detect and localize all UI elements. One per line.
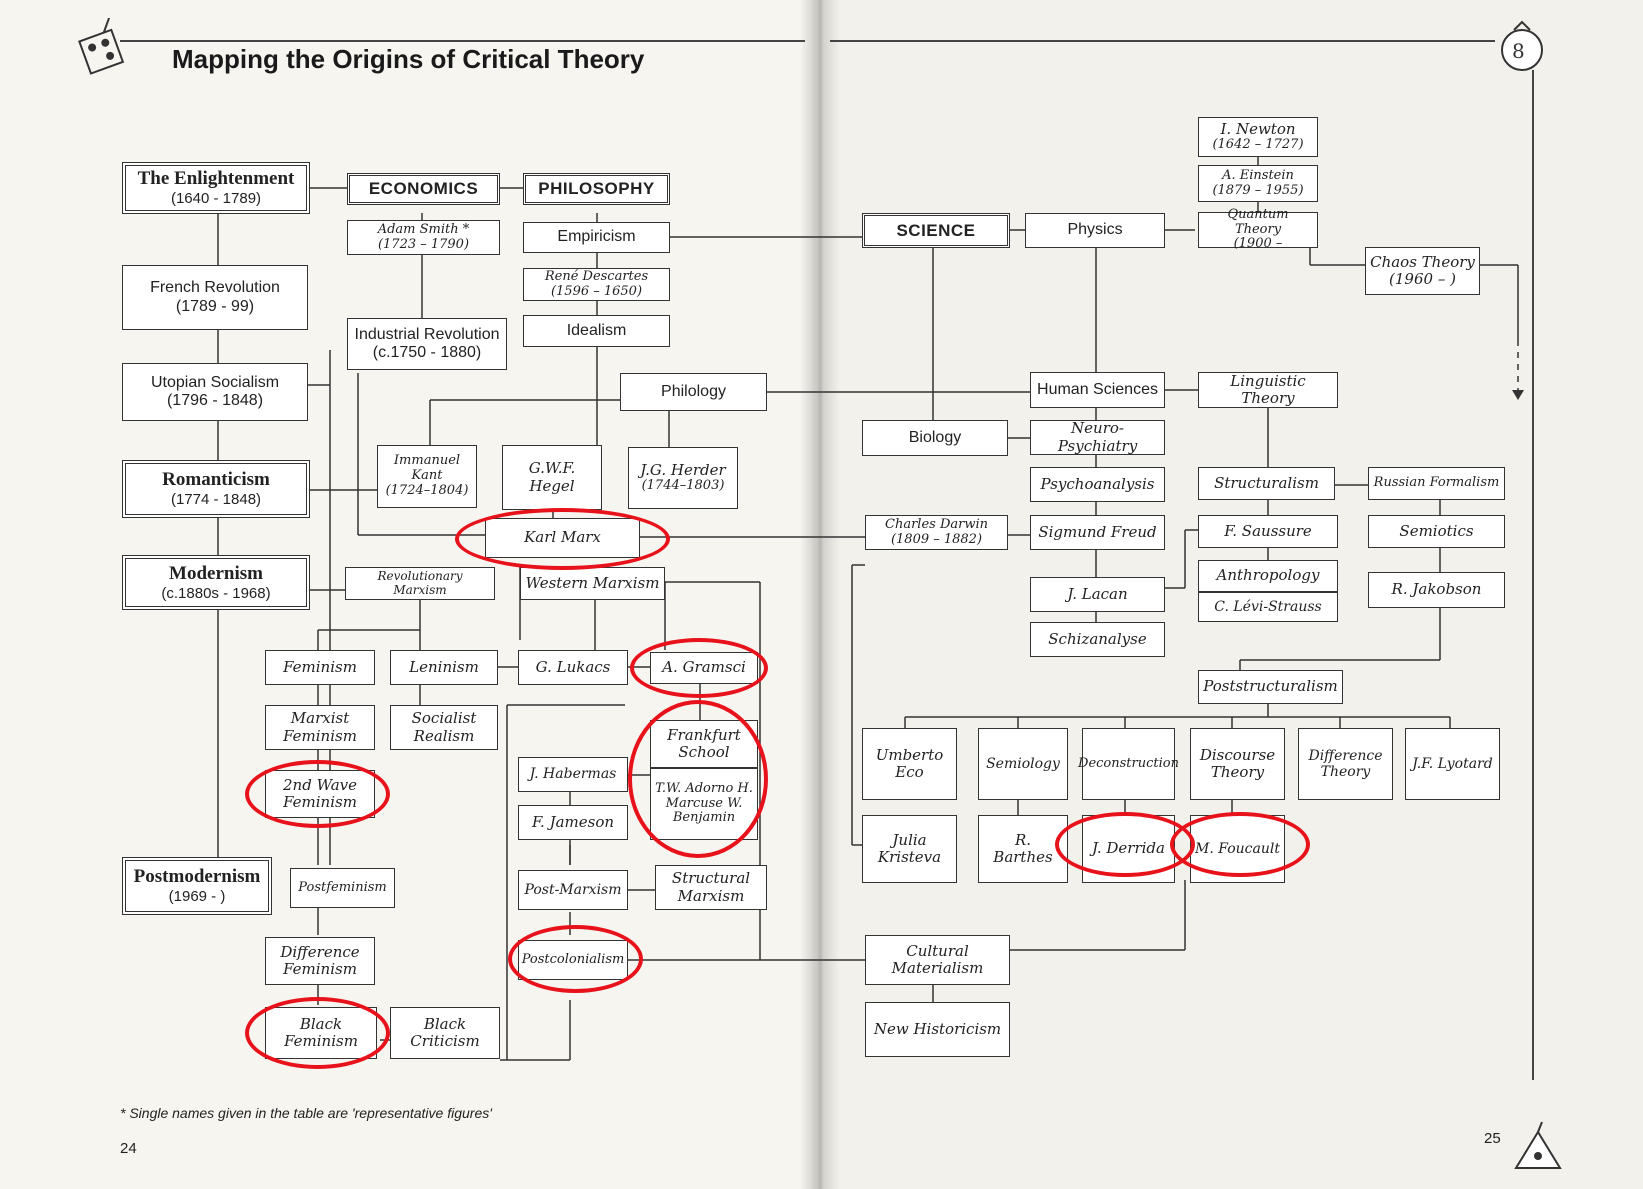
- node-difference-theory: Difference Theory: [1298, 728, 1393, 800]
- footnote: * Single names given in the table are 'r…: [120, 1105, 492, 1121]
- margin-rule-right: [1532, 70, 1534, 1080]
- heading-philosophy: PHILOSOPHY: [523, 173, 670, 205]
- page-title: Mapping the Origins of Critical Theory: [172, 44, 645, 74]
- node-revolutionary-marxism: Revolutionary Marxism: [345, 567, 495, 600]
- highlight-second-wave-feminism: [245, 760, 390, 828]
- node-difference-feminism: Difference Feminism: [265, 937, 375, 985]
- node-feminism: Feminism: [265, 650, 375, 685]
- node-philology: Philology: [620, 373, 767, 411]
- node-barthes: R. Barthes: [978, 815, 1068, 883]
- node-chaos-theory: Chaos Theory(1960 – ): [1365, 247, 1480, 295]
- node-new-historicism: New Historicism: [865, 1002, 1010, 1057]
- node-levi-strauss: C. Lévi-Strauss: [1198, 592, 1338, 622]
- heading-economics: ECONOMICS: [347, 173, 500, 205]
- node-postfeminism: Postfeminism: [290, 868, 395, 908]
- svg-text:8: 8: [1512, 39, 1525, 63]
- node-herder: J.G. Herder(1744–1803): [628, 447, 738, 509]
- book-gutter: [800, 0, 840, 1189]
- node-leninism: Leninism: [390, 650, 498, 685]
- node-lukacs: G. Lukacs: [518, 650, 628, 685]
- node-socialist-realism: Socialist Realism: [390, 705, 498, 750]
- node-semiology: Semiology: [978, 728, 1068, 800]
- page-number-right: 25: [1484, 1130, 1501, 1147]
- node-idealism: Idealism: [523, 315, 670, 347]
- node-lacan: J. Lacan: [1030, 577, 1165, 612]
- node-habermas: J. Habermas: [518, 757, 628, 792]
- highlight-foucault: [1170, 812, 1310, 877]
- node-kant: Immanuel Kant(1724–1804): [377, 445, 477, 508]
- node-post-marxism: Post-Marxism: [518, 870, 628, 910]
- node-umberto-eco: Umberto Eco: [862, 728, 957, 800]
- node-biology: Biology: [862, 420, 1008, 456]
- era-postmodernism: Postmodernism (1969 - ): [122, 857, 272, 915]
- node-saussure: F. Saussure: [1198, 515, 1338, 548]
- highlight-gramsci: [630, 638, 768, 698]
- node-quantum-theory: Quantum Theory(1900 –: [1198, 207, 1318, 251]
- node-newton: I. Newton(1642 – 1727): [1198, 117, 1318, 157]
- node-cultural-materialism: Cultural Materialism: [865, 935, 1010, 985]
- highlight-postcolonialism: [508, 925, 643, 993]
- node-psychoanalysis: Psychoanalysis: [1030, 467, 1165, 502]
- node-french-revolution: French Revolution(1789 - 99): [122, 265, 308, 330]
- node-human-sciences: Human Sciences: [1030, 372, 1165, 408]
- node-julia-kristeva: Julia Kristeva: [862, 815, 957, 883]
- node-russian-formalism: Russian Formalism: [1368, 467, 1505, 500]
- bell-icon: [1514, 1121, 1562, 1169]
- era-romanticism: Romanticism (1774 - 1848): [122, 460, 310, 518]
- node-schizanalyse: Schizanalyse: [1030, 622, 1165, 657]
- node-descartes: René Descartes(1596 – 1650): [523, 268, 670, 301]
- node-hegel: G.W.F. Hegel: [502, 445, 602, 510]
- node-empiricism: Empiricism: [523, 222, 670, 253]
- node-physics: Physics: [1025, 213, 1165, 248]
- dice-icon: [78, 18, 125, 75]
- node-jakobson: R. Jakobson: [1368, 572, 1505, 608]
- node-lyotard: J.F. Lyotard: [1405, 728, 1500, 800]
- node-discourse-theory: Discourse Theory: [1190, 728, 1285, 800]
- node-utopian-socialism: Utopian Socialism(1796 - 1848): [122, 363, 308, 421]
- page-number-left: 24: [120, 1140, 137, 1157]
- node-einstein: A. Einstein(1879 – 1955): [1198, 165, 1318, 202]
- node-western-marxism: Western Marxism: [520, 567, 665, 600]
- header-rule-right: [830, 40, 1495, 42]
- node-sigmund-freud: Sigmund Freud: [1030, 515, 1165, 550]
- era-enlightenment: The Enlightenment (1640 - 1789): [122, 162, 310, 214]
- node-jameson: F. Jameson: [518, 805, 628, 840]
- knot-icon: 8: [1501, 20, 1543, 71]
- node-linguistic-theory: Linguistic Theory: [1198, 372, 1338, 408]
- highlight-frankfurt-school: [628, 700, 768, 858]
- node-deconstruction: Deconstruction: [1078, 728, 1179, 800]
- node-charles-darwin: Charles Darwin(1809 – 1882): [865, 515, 1008, 550]
- node-adam-smith: Adam Smith *(1723 – 1790): [347, 220, 500, 255]
- node-structuralism: Structuralism: [1198, 467, 1335, 500]
- node-structural-marxism: Structural Marxism: [655, 865, 767, 910]
- highlight-karl-marx: [455, 508, 670, 570]
- node-black-criticism: Black Criticism: [390, 1007, 500, 1059]
- node-neuro-psychiatry: Neuro-Psychiatry: [1030, 420, 1165, 455]
- node-semiotics: Semiotics: [1368, 515, 1505, 548]
- era-modernism: Modernism (c.1880s - 1968): [122, 555, 310, 610]
- node-industrial-revolution: Industrial Revolution(c.1750 - 1880): [347, 318, 507, 370]
- node-anthropology: Anthropology: [1198, 560, 1338, 592]
- header-rule-left: [120, 40, 805, 42]
- highlight-black-feminism: [245, 997, 390, 1069]
- heading-science: SCIENCE: [862, 213, 1010, 248]
- node-marxist-feminism: Marxist Feminism: [265, 705, 375, 750]
- node-poststructuralism: Poststructuralism: [1198, 670, 1343, 704]
